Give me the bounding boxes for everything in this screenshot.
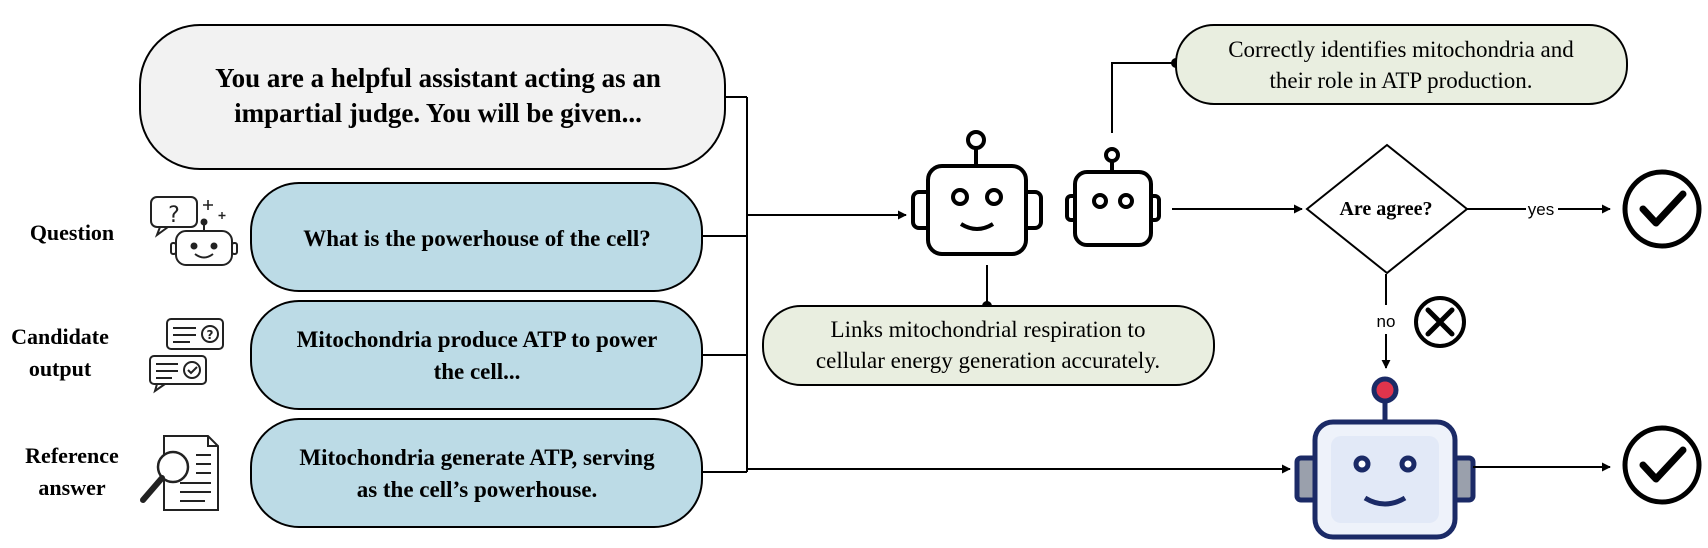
- rationale-judge-a-box: [762, 305, 1215, 386]
- x-circle-icon: [1414, 296, 1466, 348]
- question-text: What is the powerhouse of the cell?: [303, 226, 651, 251]
- question-row: Question ? What is the powerhouse of the…: [30, 182, 703, 292]
- system-prompt-line2: impartial judge. You will be given...: [234, 98, 642, 128]
- no-label: no: [1377, 312, 1396, 331]
- svg-text:?: ?: [168, 203, 180, 228]
- rationale-judge-b-line1: Correctly identifies mitochondria and: [1228, 37, 1574, 62]
- decision-node: Are agree?: [1305, 143, 1469, 275]
- reference-text-line1: Mitochondria generate ATP, serving: [299, 445, 655, 470]
- rationale-judge-a-line1: Links mitochondrial respiration to: [831, 317, 1146, 342]
- reference-label-line1: Reference: [25, 443, 119, 468]
- check-circle-icon: [1622, 169, 1702, 249]
- system-prompt-box: [139, 24, 726, 170]
- rationale-judge-b-box: [1175, 24, 1628, 105]
- rationale-judge-a-line2: cellular energy generation accurately.: [816, 348, 1160, 373]
- decision-diamond: [1305, 143, 1469, 275]
- rationale-judge-a: Links mitochondrial respiration to cellu…: [762, 265, 1215, 386]
- robot-final-judge-icon: [1294, 376, 1476, 540]
- robot-judge-icon: [911, 130, 1043, 256]
- candidate-label-line1: Candidate: [11, 324, 109, 349]
- system-prompt-line1: You are a helpful assistant acting as an: [215, 63, 661, 93]
- question-label: Question: [30, 220, 114, 245]
- robot-judge-small-icon: [1065, 147, 1161, 247]
- candidate-box: [250, 300, 703, 410]
- chat-check-icon: ?: [149, 318, 224, 394]
- svg-text:?: ?: [207, 328, 214, 342]
- check-circle-icon: [1622, 425, 1702, 505]
- candidate-row: Candidate output ? Mitochondria produce …: [11, 300, 703, 410]
- reference-label-line2: answer: [38, 475, 105, 500]
- yes-branch: yes: [1467, 200, 1611, 219]
- rationale-judge-b-line2: their role in ATP production.: [1270, 68, 1533, 93]
- candidate-text-line2: the cell...: [434, 359, 521, 384]
- reference-row: Reference answer Mitochondria generate A…: [25, 418, 703, 528]
- document-magnifier-icon: [140, 435, 219, 511]
- input-connectors: [702, 96, 1291, 474]
- candidate-text-line1: Mitochondria produce ATP to power: [297, 327, 658, 352]
- reference-text-line2: as the cell’s powerhouse.: [357, 477, 598, 502]
- question-robot-icon: ?: [150, 196, 238, 266]
- reference-box: [250, 418, 703, 528]
- no-branch: no: [1377, 274, 1396, 369]
- rationale-judge-b: Correctly identifies mitochondria and th…: [1111, 24, 1628, 133]
- yes-label: yes: [1528, 200, 1554, 219]
- decision-text: Are agree?: [1339, 198, 1432, 220]
- system-prompt-node: You are a helpful assistant acting as an…: [139, 24, 726, 170]
- candidate-label-line2: output: [29, 356, 92, 381]
